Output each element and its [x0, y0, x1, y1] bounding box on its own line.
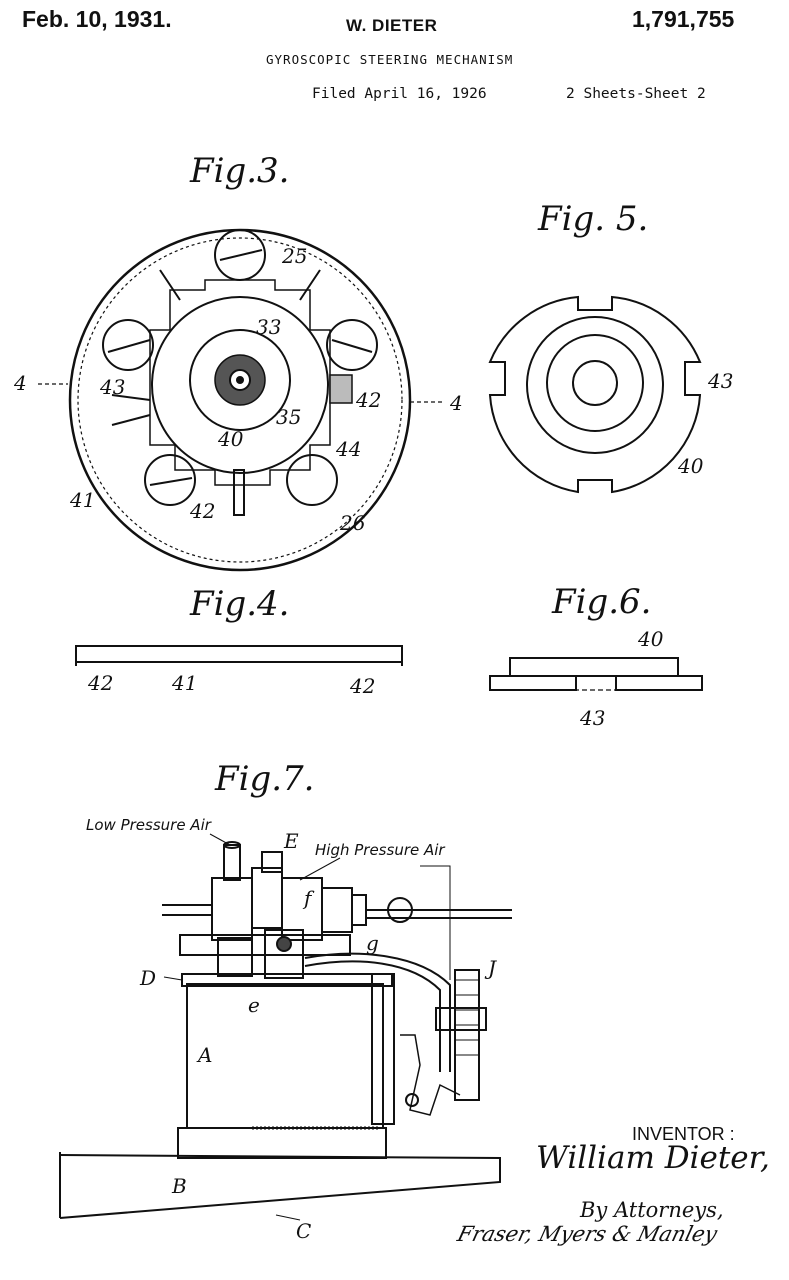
fig3-label-42a: 42 [189, 499, 215, 523]
fig7-letter-g: g [366, 931, 379, 955]
fig3-label-44: 44 [335, 437, 361, 461]
fig3-section-4-right: 4 [449, 391, 463, 415]
fig7-letter-J: J [484, 956, 497, 980]
fig7-letter-A: A [196, 1043, 212, 1067]
fig5-title: Fig. 5. [537, 199, 648, 239]
patent-title: GYROSCOPIC STEERING MECHANISM [266, 52, 514, 67]
fig3-label-40: 40 [217, 427, 244, 451]
fig7-letter-D: D [139, 966, 156, 990]
fig4-title: Fig.4. [189, 584, 289, 624]
fig3-label-42b: 42 [355, 388, 381, 412]
fig3-label-26: 26 [339, 511, 366, 535]
fig3-section-4-left: 4 [13, 371, 27, 395]
fig3-label-35: 35 [276, 405, 301, 429]
filed-date: Filed April 16, 1926 [312, 86, 487, 102]
fig7-letter-e: e [248, 993, 260, 1017]
figure-7: Fig.7. Low Pressure Air High Pressure Ai… [59, 759, 512, 1243]
patent-number: 1,791,755 [632, 6, 735, 32]
inventor-signature: William Dieter, [536, 1140, 770, 1176]
fig3-label-43: 43 [99, 375, 125, 399]
fig3-label-33: 33 [256, 315, 281, 339]
fig7-letter-C: C [296, 1219, 311, 1243]
fig6-title: Fig.6. [551, 582, 651, 622]
fig7-low-pressure-air: Low Pressure Air [86, 816, 212, 834]
inventor-label: INVENTOR : [632, 1124, 735, 1144]
fig6-label-40: 40 [637, 627, 664, 651]
fig7-high-pressure-air: High Pressure Air [315, 841, 445, 859]
fig4-label-42a: 42 [87, 671, 113, 695]
by-attorneys-label: By Attorneys, [580, 1198, 724, 1222]
fig7-title: Fig.7. [214, 759, 314, 799]
figure-5: Fig. 5. 43 40 [488, 199, 733, 494]
attorneys-signature: Fraser, Myers & Manley [455, 1222, 720, 1246]
fig3-title: Fig.3. [189, 151, 289, 191]
inventor-header: W. DIETER [346, 16, 438, 35]
fig3-label-41: 41 [69, 488, 95, 512]
fig4-label-41: 41 [171, 671, 197, 695]
sheet-count: 2 Sheets-Sheet 2 [566, 86, 706, 102]
fig4-label-42b: 42 [349, 674, 375, 698]
figure-4: Fig.4. 42 41 42 [75, 584, 403, 698]
fig5-label-40: 40 [677, 454, 704, 478]
patent-date: Feb. 10, 1931. [22, 6, 172, 32]
fig7-letter-B: B [171, 1174, 187, 1198]
fig3-label-25: 25 [281, 244, 307, 268]
fig6-label-43: 43 [579, 706, 605, 730]
fig5-label-43: 43 [707, 369, 733, 393]
figure-3: Fig.3. 25 33 35 40 41 42 [13, 151, 463, 572]
figure-6: Fig.6. 40 43 [489, 582, 703, 730]
fig7-letter-f: f [302, 886, 315, 910]
fig7-letter-E: E [283, 829, 299, 853]
